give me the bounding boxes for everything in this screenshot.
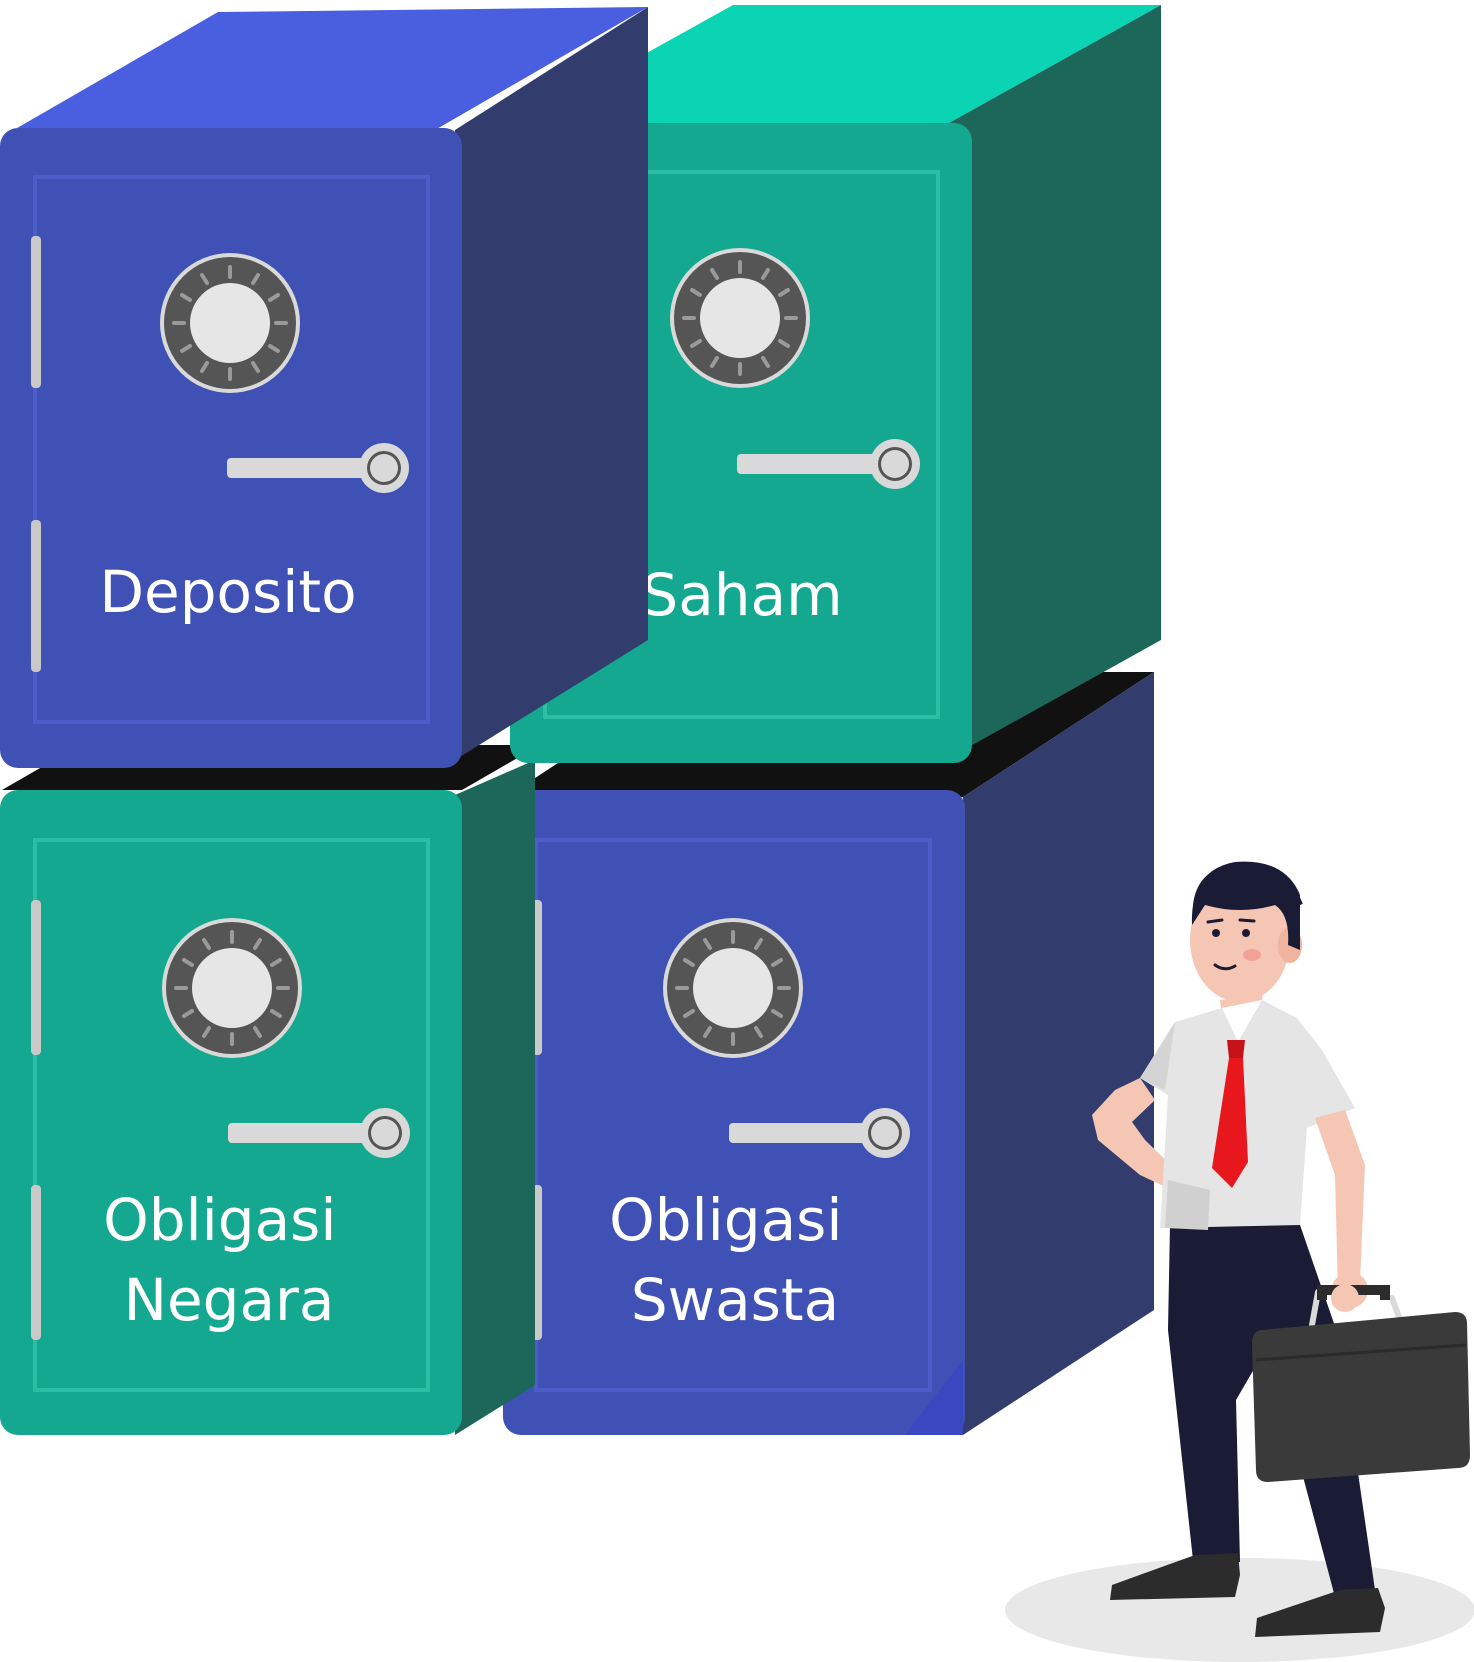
head: [1190, 861, 1303, 1002]
handle-icon: [737, 439, 920, 489]
dial-icon: [160, 916, 304, 1060]
hinge-bottom: [31, 520, 41, 672]
safe-label-obligasi-negara: Obligasi Negara: [103, 1186, 355, 1334]
dial-icon: [668, 246, 812, 390]
safe-side: [455, 760, 535, 1435]
safe-obligasi-swasta: Obligasi Swasta: [503, 672, 1154, 1435]
handle-icon: [227, 443, 409, 493]
safe-side: [963, 672, 1154, 1435]
hinge-top: [31, 236, 41, 388]
hinge-bottom: [31, 1185, 41, 1340]
shirt: [1140, 1000, 1355, 1230]
smile: [1213, 963, 1237, 971]
safe-label-saham: Saham: [641, 561, 842, 629]
safe-side: [455, 7, 648, 760]
safe-front: [0, 790, 462, 1435]
handle-icon: [729, 1108, 910, 1158]
safe-label-obligasi-swasta: Obligasi Swasta: [609, 1186, 861, 1334]
door-frame: [534, 838, 932, 1392]
dial-icon: [661, 916, 805, 1060]
eye-right: [1242, 929, 1250, 937]
eye-left: [1212, 929, 1220, 937]
safe-side: [940, 5, 1161, 763]
door-frame: [33, 175, 430, 724]
tie-icon: [1212, 1040, 1248, 1188]
trousers: [1168, 1225, 1375, 1597]
safe-deposito: Deposito: [0, 7, 648, 768]
safe-top: [5, 7, 648, 135]
safe-top: [512, 5, 1161, 128]
safe-front: [503, 790, 965, 1435]
shoes: [1110, 1553, 1385, 1637]
hinge-top: [31, 900, 41, 1055]
handle-icon: [228, 1108, 410, 1158]
safe-front: [0, 128, 462, 768]
dial-icon: [158, 251, 302, 395]
safe-obligasi-negara: Obligasi Negara: [0, 745, 540, 1435]
door-frame: [33, 838, 430, 1392]
businessman-figure: [1005, 861, 1474, 1662]
safe-label-deposito: Deposito: [99, 558, 356, 626]
